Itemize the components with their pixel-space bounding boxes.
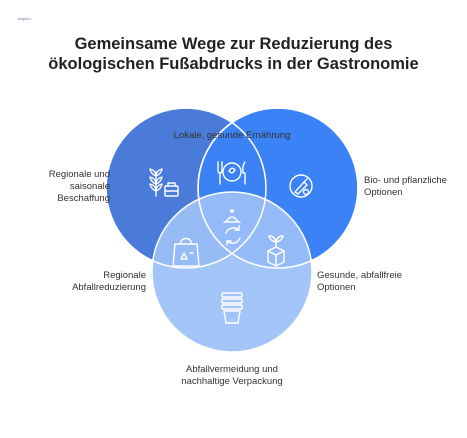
label-regional-waste-reduction: Regionale Abfallreduzierung	[40, 270, 146, 294]
label-right-line-2: Optionen	[364, 187, 403, 198]
stacked-cups-icon	[221, 292, 243, 324]
recycle-bag-icon	[172, 237, 200, 267]
title-line-2: ökologischen Fußabdrucks in der Gastrono…	[48, 55, 419, 73]
label-left-line-3: Beschaffung	[57, 193, 110, 204]
label-regional-seasonal-sourcing: Regionale und saisonale Beschaffung	[20, 169, 110, 205]
label-organic-plant-options: Bio- und pflanzliche Optionen	[364, 175, 464, 199]
circle-right-outline	[197, 107, 359, 269]
label-local-healthy-nutrition: Lokale, gesunde Ernährung	[173, 130, 291, 141]
label-left-line-1: Regionale und	[48, 169, 110, 180]
plate-fork-knife-icon	[217, 161, 246, 185]
circle-waste-avoidance	[151, 191, 313, 353]
label-right-line-1: Bio- und pflanzliche	[364, 175, 447, 186]
label-left-lower-line-2: Abfallreduzierung	[72, 282, 146, 293]
label-waste-avoidance-packaging: Abfallvermeidung und nachhaltige Verpack…	[132, 364, 332, 388]
circle-left-outline	[105, 107, 267, 269]
label-bottom-line-1: Abfallvermeidung und	[186, 364, 278, 375]
label-right-lower-line-1: Gesunde, abfallfreie	[317, 270, 403, 281]
plant-box-icon	[267, 235, 285, 267]
label-left-line-2: saisonale	[69, 181, 110, 192]
label-healthy-zero-waste-options: Gesunde, abfallfreie Optionen	[317, 270, 427, 294]
brand-logo: napkin	[18, 16, 31, 21]
vegetables-icon	[289, 174, 313, 198]
label-left-lower-line-1: Regionale	[103, 270, 146, 281]
label-right-lower-line-2: Optionen	[317, 282, 356, 293]
page-title: Gemeinsame Wege zur Reduzierung des ökol…	[0, 34, 467, 74]
recycle-dish-icon	[223, 209, 241, 246]
title-line-1: Gemeinsame Wege zur Reduzierung des	[74, 35, 393, 53]
wheat-and-basket-icon	[149, 168, 179, 197]
label-bottom-line-2: nachhaltige Verpackung	[181, 376, 283, 387]
